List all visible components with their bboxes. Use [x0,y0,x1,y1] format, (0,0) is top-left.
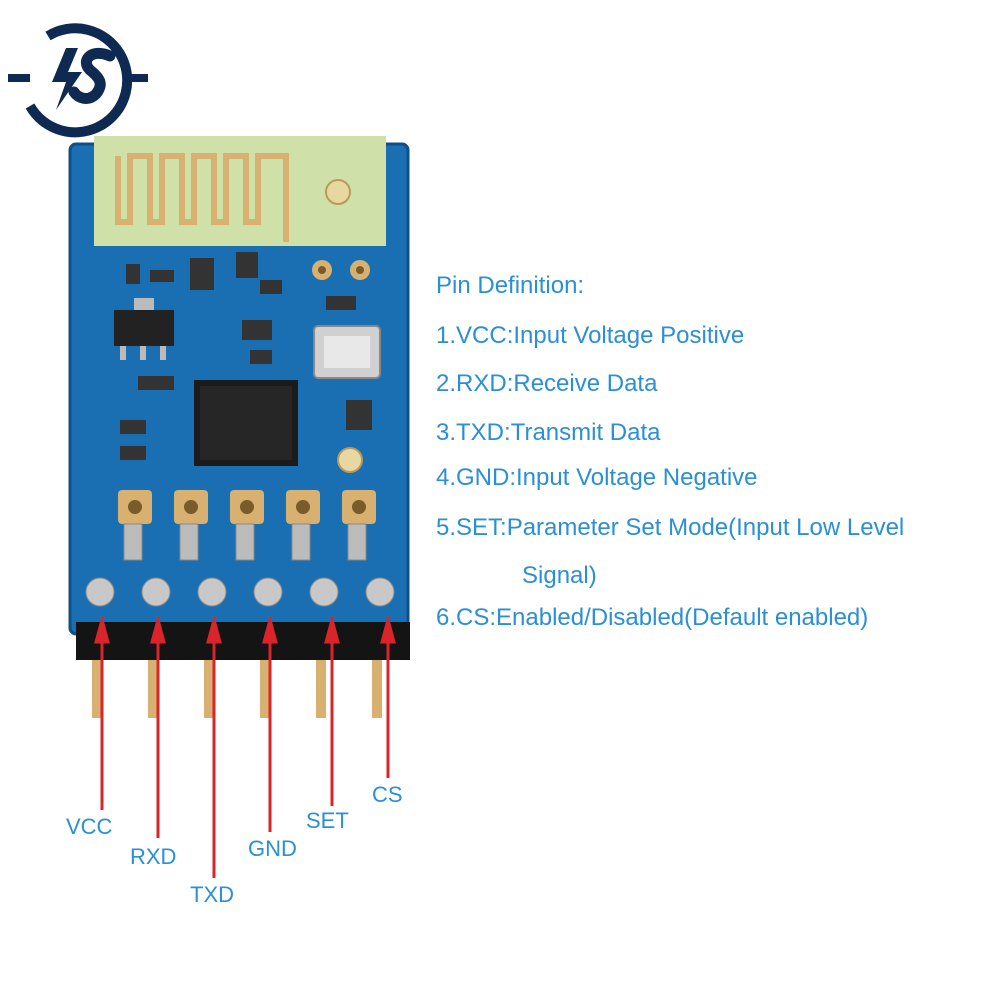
pin-label-txd: TXD [190,882,234,907]
pin-definition-item: 5.SET:Parameter Set Mode(Input Low Level [436,514,905,541]
pin-definition-item: 4.GND:Input Voltage Negative [436,464,758,491]
pin-definition-item: 3.TXD:Transmit Data [436,419,661,446]
pin-label-gnd: GND [248,836,297,861]
pin-definition-item: 6.CS:Enabled/Disabled(Default enabled) [436,604,869,631]
pin-definition-item: 1.VCC:Input Voltage Positive [436,322,745,349]
wireless-module [68,136,410,718]
pin-label-vcc: VCC [66,814,113,839]
pin-definition-item: 2.RXD:Receive Data [436,370,658,397]
brand-logo-icon [8,23,148,138]
pin-definition-item-continuation: Signal) [522,562,597,589]
pin-definition-title: Pin Definition: [436,272,585,299]
pin-label-cs: CS [372,782,403,807]
pin-label-set: SET [306,808,349,833]
pin-label-rxd: RXD [130,844,177,869]
